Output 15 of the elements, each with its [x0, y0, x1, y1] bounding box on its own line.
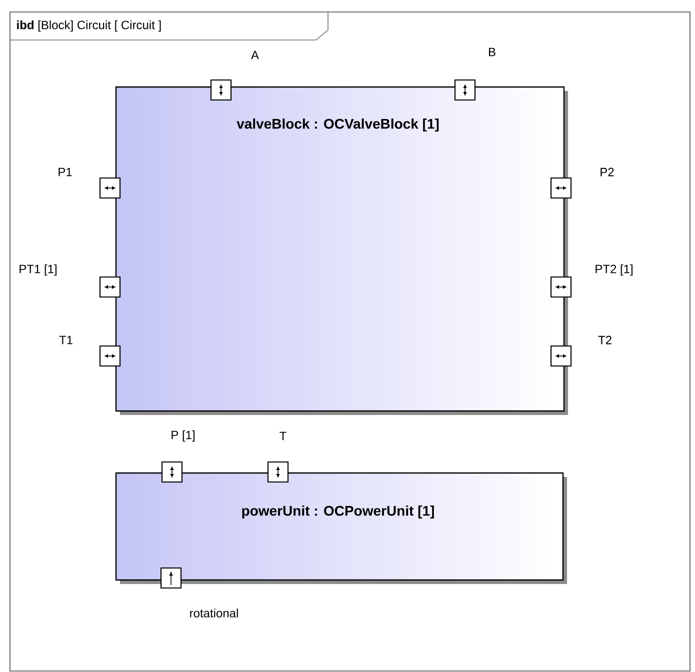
port-label: P2: [600, 168, 614, 176]
port-label: T: [280, 432, 286, 440]
port-label: B: [489, 48, 496, 56]
port-label: P1: [58, 168, 72, 176]
frame-header: ibd [Block] Circuit [ Circuit ]: [10, 12, 328, 40]
port-label: PT2 [1]: [596, 264, 632, 276]
port-label: PT1 [1]: [20, 264, 56, 276]
port-label: rotational: [190, 608, 238, 618]
block-box: powerUnit : OCPowerUnit [1]: [115, 472, 567, 584]
port-label: T2: [598, 336, 612, 344]
port-label: P [1]: [172, 430, 194, 442]
diagram-frame: [9, 11, 691, 672]
port-label: T1: [59, 336, 72, 344]
port-label: A: [251, 50, 259, 60]
block-box: valveBlock : OCValveBlock [1]: [115, 86, 568, 415]
